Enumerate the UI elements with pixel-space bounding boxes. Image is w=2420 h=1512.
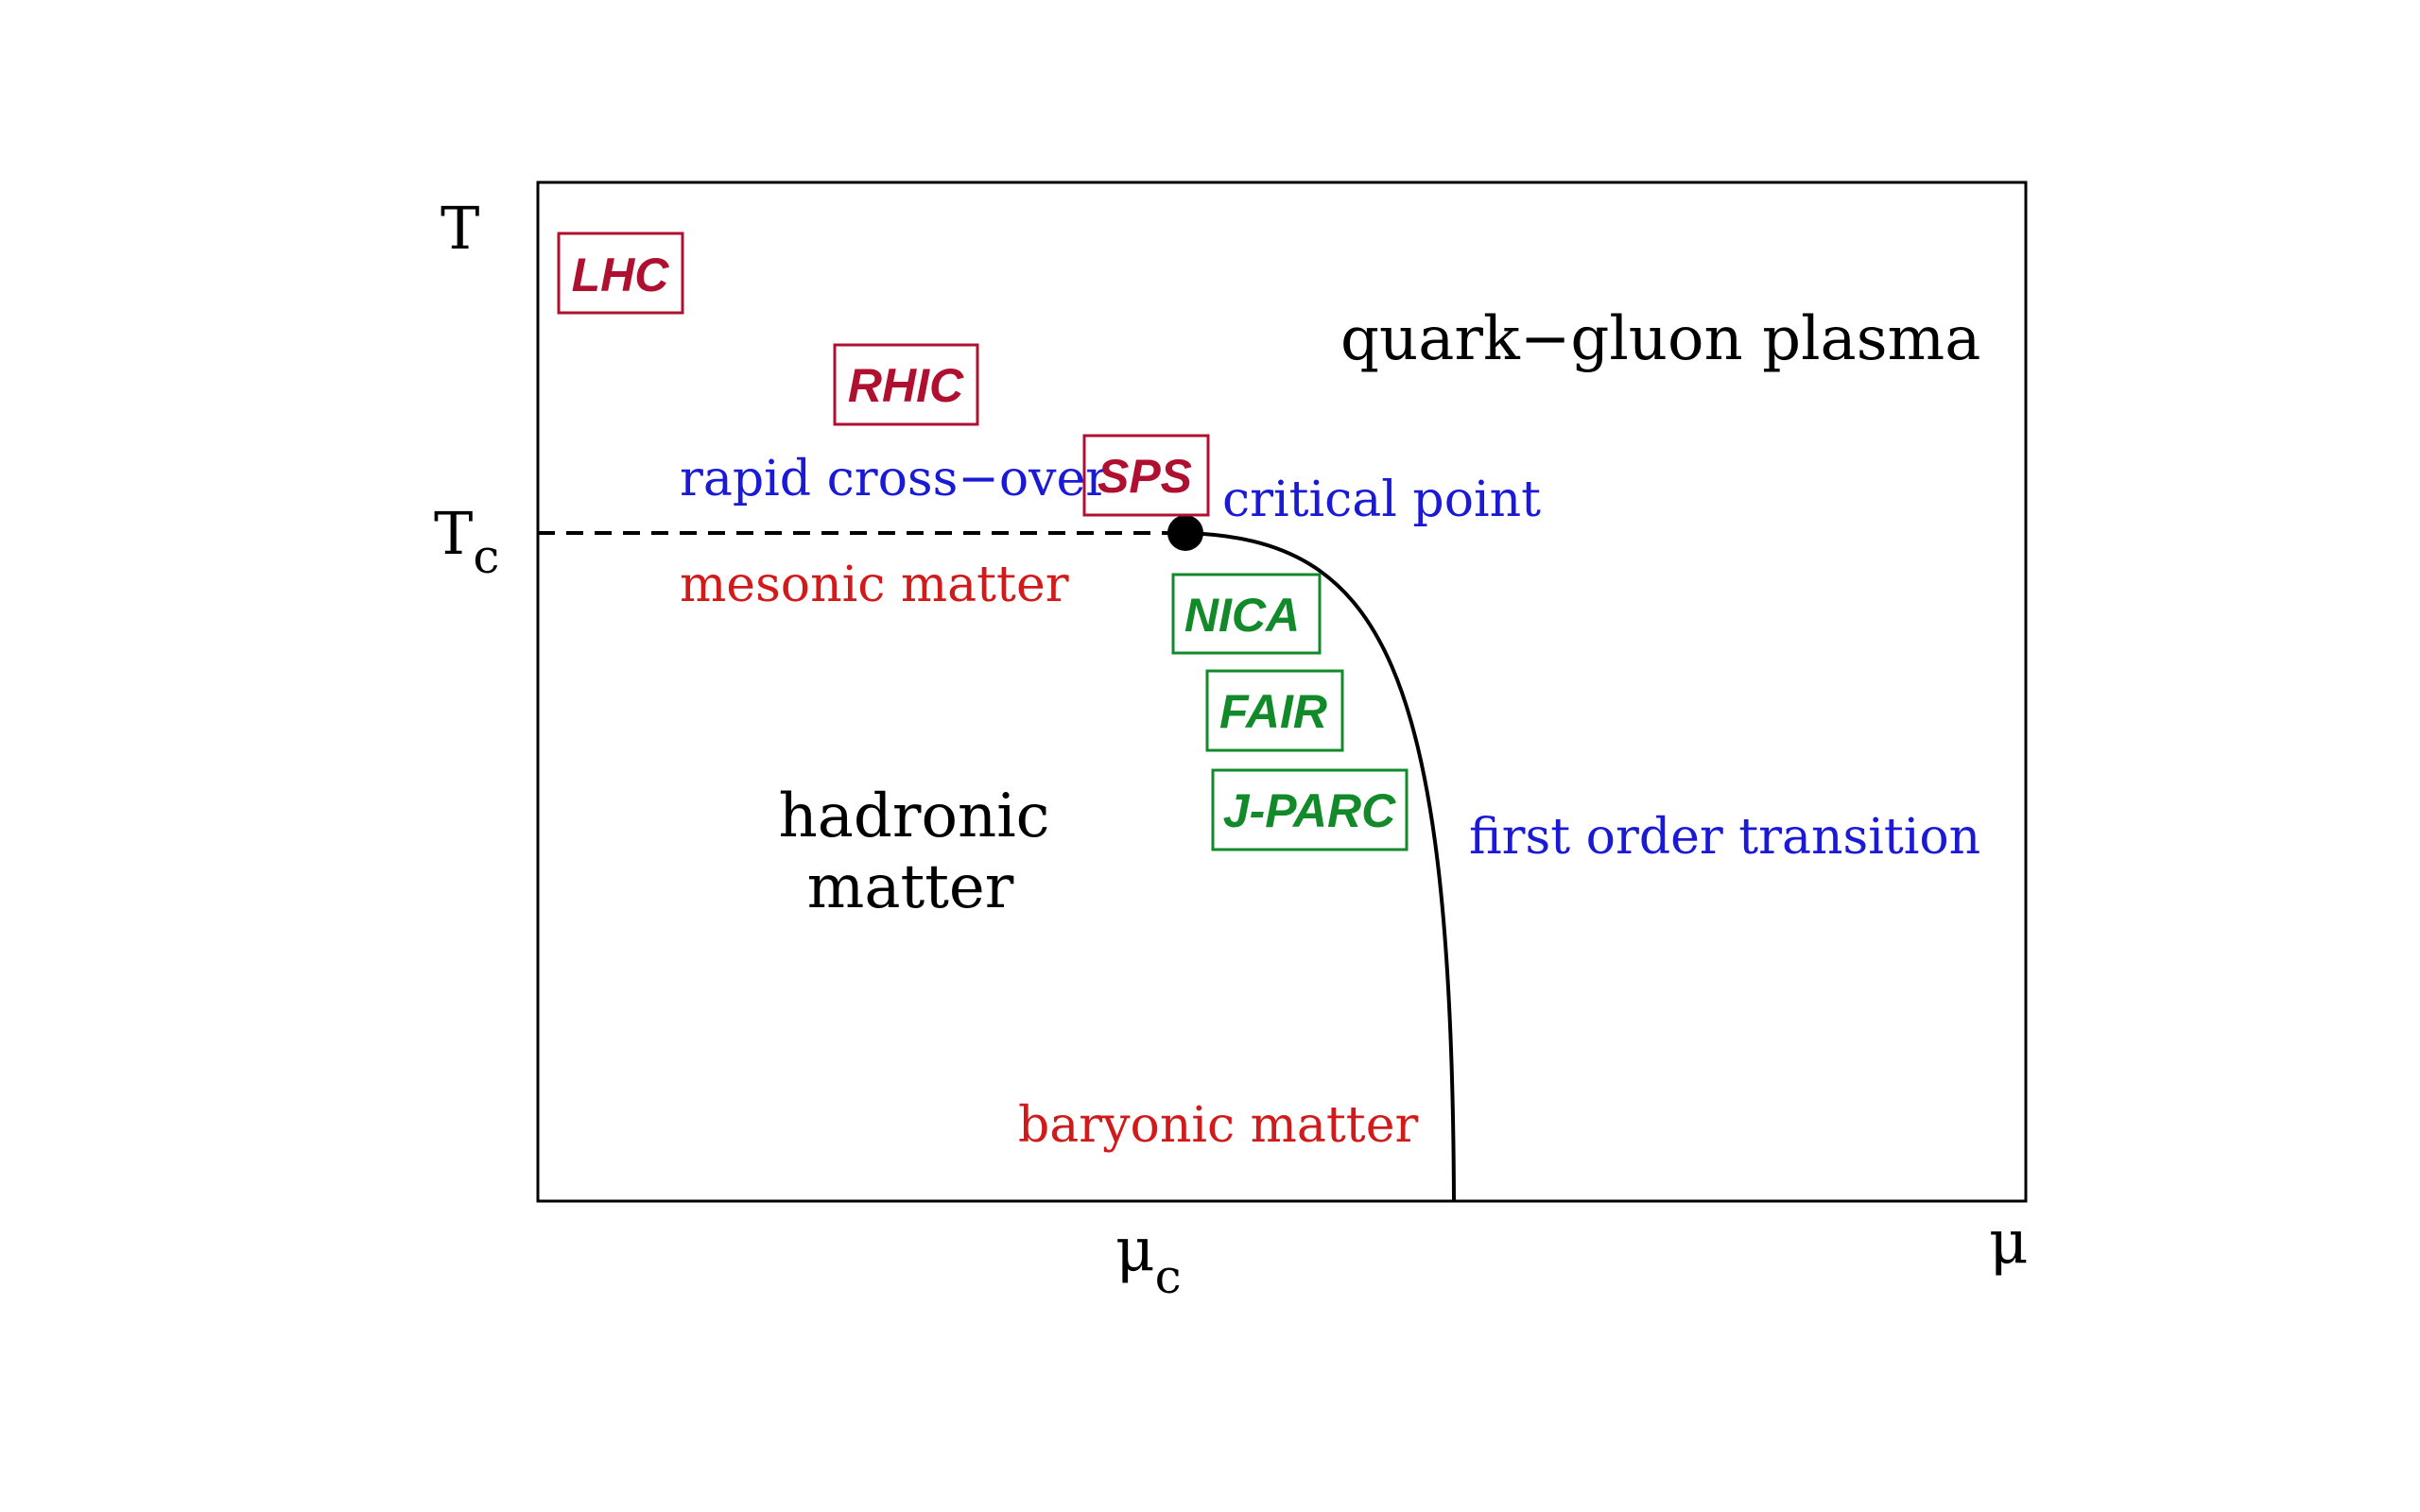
experiment-lhc-label: LHC [572, 249, 670, 301]
x-tick-muc-main: μ [1115, 1215, 1155, 1285]
y-tick-tc-main: T [434, 499, 473, 568]
experiment-nica: NICA [1171, 573, 1322, 655]
first-order-transition-curve [1184, 531, 1456, 1202]
hadronic-label-line2: matter [807, 852, 1014, 922]
experiment-jparc-box [1211, 768, 1409, 851]
hadronic-label-line1: hadronic [779, 782, 1050, 851]
experiment-nica-box [1171, 573, 1322, 655]
experiment-rhic-box [833, 343, 979, 426]
experiment-sps-label: SPS [1098, 450, 1192, 503]
experiment-jparc-label: J-PARC [1223, 784, 1396, 837]
first-order-label: first order transition [1469, 809, 1980, 866]
experiment-fair-box [1205, 669, 1344, 752]
experiment-fair-label: FAIR [1219, 685, 1327, 738]
y-axis-label: T [441, 194, 479, 263]
experiment-nica-label: NICA [1184, 589, 1300, 642]
baryonic-matter-label: baryonic matter [1018, 1097, 1418, 1154]
experiment-jparc: J-PARC [1211, 768, 1409, 851]
x-tick-muc: μc [1115, 1215, 1182, 1304]
y-tick-tc-sub: c [473, 529, 499, 584]
experiment-sps-box [1082, 434, 1210, 517]
plot-frame [536, 180, 2028, 1203]
mesonic-matter-label: mesonic matter [680, 557, 1069, 613]
experiment-rhic-label: RHIC [848, 359, 964, 412]
experiment-rhic: RHIC [833, 343, 979, 426]
experiment-fair: FAIR [1205, 669, 1344, 752]
crossover-label: rapid cross−over [680, 451, 1109, 507]
x-tick-muc-sub: c [1155, 1249, 1182, 1304]
qgp-label: quark−gluon plasma [1340, 304, 1980, 374]
critical-point-label: critical point [1222, 472, 1541, 528]
y-tick-tc: Tc [434, 499, 499, 584]
experiment-lhc: LHC [557, 232, 684, 315]
experiment-lhc-box [557, 232, 684, 315]
x-axis-label: μ [1989, 1208, 2029, 1278]
experiment-sps: SPS [1082, 434, 1210, 517]
critical-point-marker [1167, 515, 1203, 551]
